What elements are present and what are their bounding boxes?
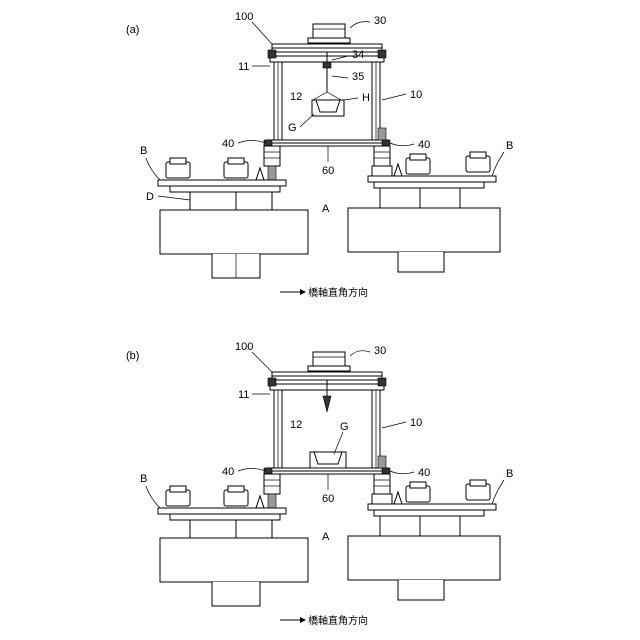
bottom-beam	[264, 468, 390, 474]
girder-g	[310, 452, 346, 468]
label-bridge-right: B	[506, 140, 513, 152]
panel-b: (b)	[126, 341, 513, 627]
label-bottom-beam: 60	[322, 493, 334, 505]
crane-unit	[308, 24, 350, 43]
label-jack-left: 40	[222, 466, 234, 478]
label-jack-right: 40	[418, 139, 430, 151]
caption-text: 橋軸直角方向	[308, 286, 368, 299]
panel-label: (b)	[126, 350, 139, 362]
direction-caption: 橋軸直角方向	[280, 286, 368, 299]
label-gap: A	[322, 531, 330, 543]
label-column: 10	[410, 417, 422, 429]
label-bottom-beam: 60	[322, 165, 334, 177]
label-g: G	[288, 122, 297, 134]
label-bridge-left: B	[140, 145, 147, 157]
label-h: H	[362, 92, 370, 104]
label-frame: 100	[235, 341, 253, 353]
label-jack-right: 40	[418, 467, 430, 479]
bottom-beam	[264, 140, 390, 146]
label-frame: 100	[235, 11, 253, 23]
direction-caption: 橋軸直角方向	[280, 614, 368, 627]
label-girder: 12	[290, 419, 302, 431]
left-deck	[158, 486, 308, 606]
label-jack-left: 40	[222, 138, 234, 150]
right-deck	[348, 152, 500, 272]
label-girder: 12	[290, 91, 302, 103]
girder-g	[312, 100, 344, 116]
label-g: G	[340, 421, 349, 433]
label-gap: A	[322, 203, 330, 215]
panel-a: (a)	[126, 11, 513, 299]
label-crane: 30	[374, 345, 386, 357]
label-beam: 11	[238, 61, 249, 73]
left-deck	[158, 158, 308, 278]
panel-label: (a)	[126, 24, 139, 36]
label-pier: D	[146, 191, 154, 203]
label-beam: 11	[238, 389, 249, 401]
jack-left	[264, 146, 280, 184]
label-column: 10	[410, 89, 422, 101]
label-bridge-left: B	[140, 473, 147, 485]
jack-left	[264, 474, 280, 512]
label-crane: 30	[374, 15, 386, 27]
label-bridge-right: B	[506, 468, 513, 480]
label-hoist: 34	[352, 49, 364, 61]
right-deck	[348, 480, 500, 600]
crane-unit	[308, 352, 350, 371]
caption-text: 橋軸直角方向	[308, 614, 368, 627]
label-hook: 35	[352, 71, 364, 83]
